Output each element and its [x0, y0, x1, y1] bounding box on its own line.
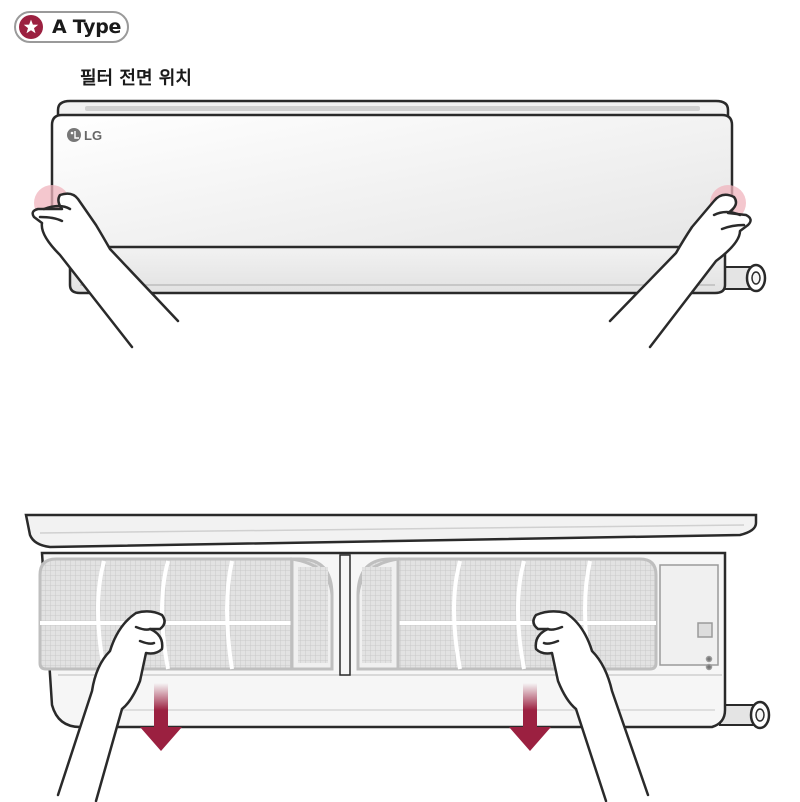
- filter-removal-illustration: [24, 513, 771, 802]
- control-box: [659, 564, 719, 671]
- lg-logo: LG: [67, 128, 102, 143]
- right-hand: [532, 610, 650, 802]
- front-panel-illustration: LG: [31, 99, 767, 349]
- star-icon: [19, 15, 43, 39]
- right-hand: [608, 193, 752, 349]
- type-badge: A Type: [14, 11, 129, 43]
- section-title: 필터 전면 위치: [80, 68, 192, 89]
- indoor-unit-body: [68, 238, 727, 295]
- down-arrow-left: [140, 683, 182, 751]
- left-hand: [56, 610, 166, 802]
- front-panel: [50, 113, 734, 249]
- type-badge-label: A Type: [52, 16, 122, 38]
- svg-text:LG: LG: [84, 128, 102, 143]
- front-panel-lifted: [24, 513, 758, 549]
- filter-right: [356, 557, 658, 671]
- pipe-right: [719, 700, 771, 730]
- filter-left: [38, 557, 334, 671]
- down-arrow-right: [509, 683, 551, 751]
- left-hand: [31, 192, 180, 349]
